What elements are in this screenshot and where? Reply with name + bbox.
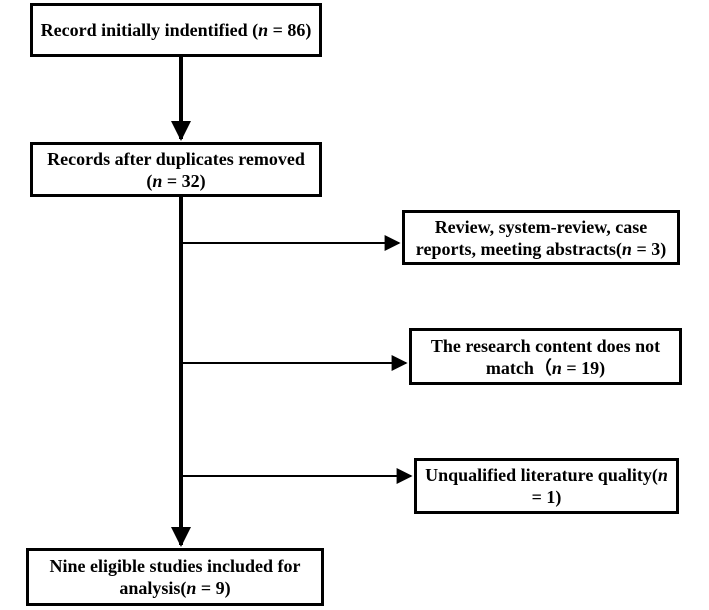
box-exclusion-quality: Unqualified literature quality(n = 1) — [414, 458, 679, 514]
box-records-after-duplicates-removed: Records after duplicates removed (n = 32… — [30, 142, 322, 197]
box-exclusion-2-label: The research content does not match（ — [430, 335, 661, 378]
box-exclusion-3-label: Unqualified literature quality( — [425, 465, 658, 485]
box-final-n-label: n — [186, 578, 197, 598]
box-start-n-label: n — [258, 20, 269, 40]
box-dedup-label: Records after duplicates removed ( — [47, 148, 305, 191]
box-exclusion-2-text: The research content does not match（n = … — [418, 335, 673, 379]
box-start-label: Record initially indentified ( — [40, 20, 259, 40]
box-exclusion-2-n-label: n — [551, 357, 562, 378]
box-exclusion-1-n-label: n — [621, 238, 632, 259]
box-exclusion-3-n-value: = 1) — [531, 487, 562, 507]
box-record-initially-identified: Record initially indentified (n = 86) — [30, 3, 322, 57]
box-exclusion-2-n-value: = 19) — [561, 357, 606, 378]
box-final-text: Nine eligible studies included for analy… — [35, 555, 315, 599]
box-exclusion-3-n-label: n — [657, 465, 668, 485]
box-exclusion-1-label: Review, system-review, case reports, mee… — [415, 216, 648, 259]
box-dedup-n-label: n — [152, 170, 163, 191]
box-exclusion-1-text: Review, system-review, case reports, mee… — [411, 216, 671, 260]
box-eligible-studies-included: Nine eligible studies included for analy… — [26, 548, 324, 606]
box-final-n-value: = 9) — [196, 578, 231, 598]
box-dedup-n-value: = 32) — [162, 170, 206, 191]
box-final-label: Nine eligible studies included for analy… — [49, 556, 301, 598]
box-exclusion-content-mismatch: The research content does not match（n = … — [409, 328, 682, 385]
box-start-n-value: = 86) — [268, 20, 312, 40]
box-exclusion-reviews: Review, system-review, case reports, mee… — [402, 210, 680, 265]
box-dedup-text: Records after duplicates removed (n = 32… — [39, 148, 313, 192]
box-exclusion-1-n-value: = 3) — [631, 238, 667, 259]
box-start-text: Record initially indentified (n = 86) — [41, 19, 312, 41]
box-exclusion-3-text: Unqualified literature quality(n = 1) — [423, 464, 670, 508]
